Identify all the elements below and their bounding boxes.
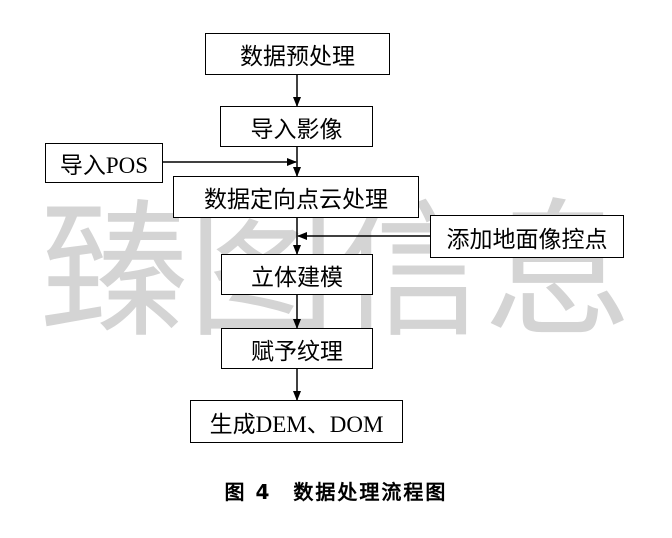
node-import-pos: 导入POS [45, 143, 163, 183]
node-add-ground-control-points-label: 添加地面像控点 [446, 226, 608, 252]
node-add-ground-control-points: 添加地面像控点 [430, 215, 624, 258]
node-import-image-label: 导入影像 [250, 116, 343, 142]
node-data-preprocessing: 数据预处理 [205, 33, 390, 75]
node-apply-texture: 赋予纹理 [221, 328, 373, 369]
node-generate-dem-dom: 生成DEM、DOM [190, 400, 403, 443]
node-generate-dem-dom-label: 生成DEM、DOM [209, 411, 384, 437]
node-orientation-point-cloud: 数据定向点云处理 [173, 176, 419, 218]
figure-caption: 图 4 数据处理流程图 [224, 480, 448, 504]
node-data-preprocessing-label: 数据预处理 [240, 44, 355, 69]
node-import-pos-label: 导入POS [59, 153, 149, 178]
node-stereo-modeling-label: 立体建模 [251, 264, 343, 290]
node-import-image: 导入影像 [220, 106, 373, 147]
node-orientation-point-cloud-label: 数据定向点云处理 [204, 187, 388, 212]
node-apply-texture-label: 赋予纹理 [251, 338, 343, 364]
node-stereo-modeling: 立体建模 [221, 254, 373, 295]
